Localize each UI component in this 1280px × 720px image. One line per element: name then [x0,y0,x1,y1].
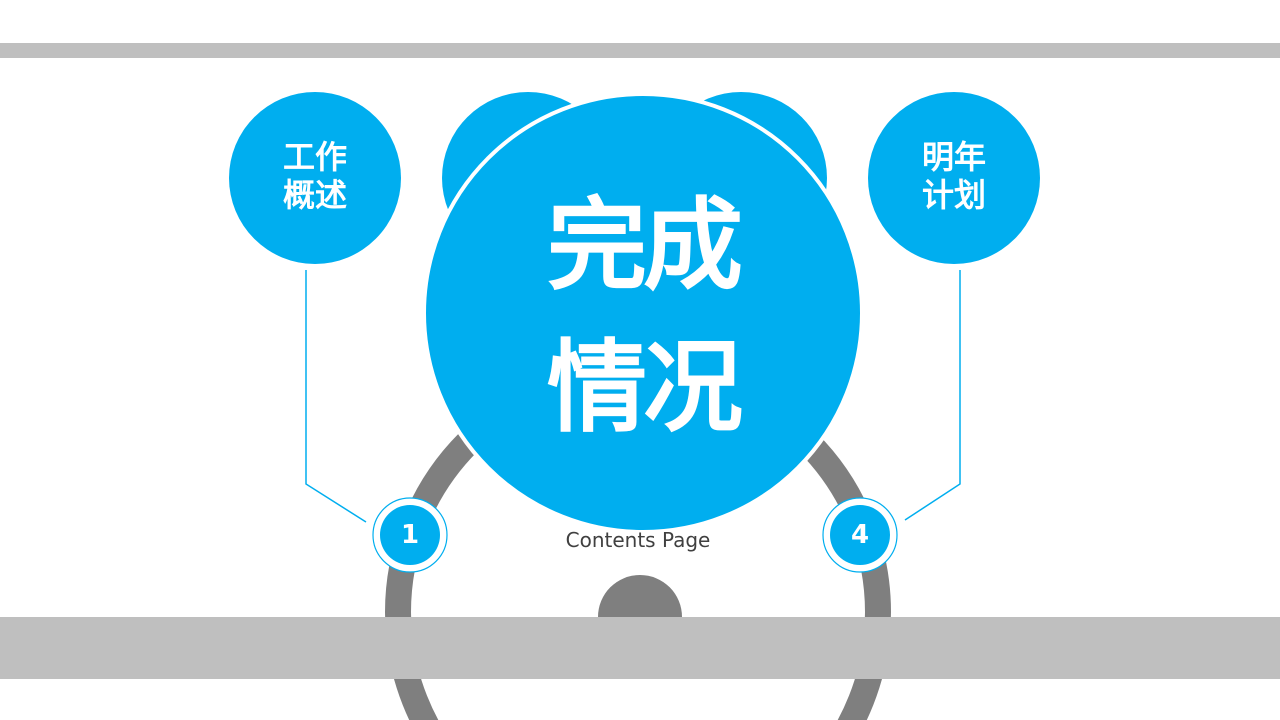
top-bar [0,43,1280,58]
badge-number-4: 4 [850,520,870,550]
side-circle-label-1: 工作 概述 [282,138,347,214]
badge-4-circle [830,505,890,565]
side-circle-label-4: 明年 计划 [921,138,986,214]
main-circle-label: 完成 情况 [547,187,743,446]
subtitle: Contents Page [565,528,711,552]
circle-1 [229,92,401,264]
connector-line-right [904,270,961,521]
badge-1-circle [380,505,440,565]
bottom-bar [0,617,1280,679]
connector-line-left [305,270,367,523]
circle-4 [868,92,1040,264]
main-circle [422,92,864,534]
badge-number-1: 1 [400,520,420,550]
